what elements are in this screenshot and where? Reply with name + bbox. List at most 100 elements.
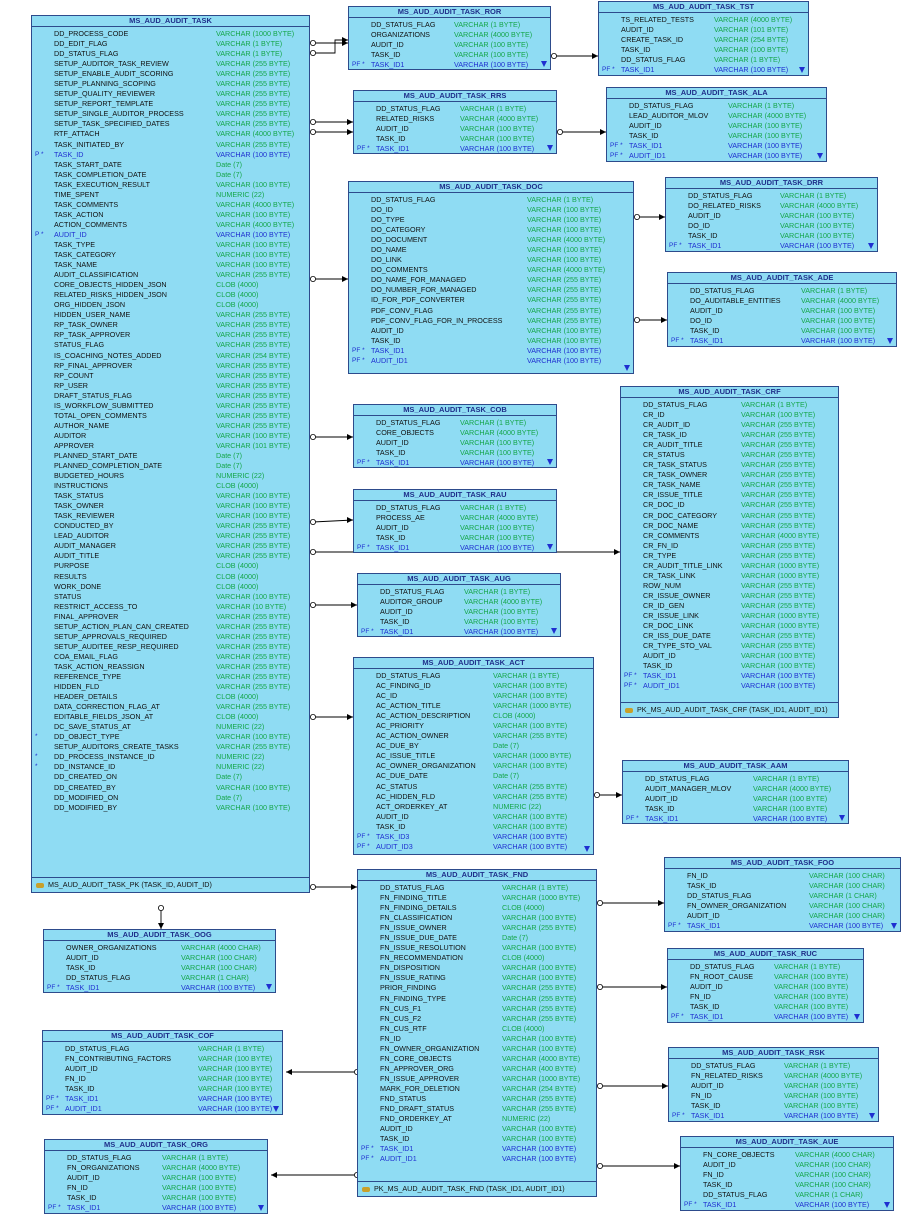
column-type: VARCHAR (1 BYTE) (741, 400, 808, 409)
column-type: VARCHAR (100 BYTE) (198, 1054, 273, 1064)
column-name: FND_STATUS (380, 1093, 427, 1103)
column-type: VARCHAR (1000 BYTE) (216, 29, 295, 38)
column-type: VARCHAR (100 BYTE) (774, 1012, 849, 1022)
column-name: TASK_INITIATED_BY (54, 139, 125, 149)
column-name: DO_ID (371, 205, 393, 215)
column-type: VARCHAR (100 BYTE) (216, 430, 291, 440)
table-title: MS_AUD_AUDIT_TASK_RSK (669, 1048, 878, 1059)
column-name: TASK_CATEGORY (54, 250, 116, 260)
table-title: MS_AUD_AUDIT_TASK_RRS (354, 91, 556, 102)
scroll-down-arrow-icon[interactable] (266, 984, 272, 990)
column-name: HEADER_DETAILS (54, 692, 118, 702)
column-name: CR_TASK_NAME (643, 480, 701, 490)
scroll-down-arrow-icon[interactable] (547, 459, 553, 465)
column-name: TASK_ID (66, 963, 96, 973)
relationship-origin-circle (309, 119, 316, 126)
column-name: SETUP_AUDITORS_CREATE_TASKS (54, 742, 179, 752)
column-type: VARCHAR (4000 BYTE) (728, 111, 807, 121)
column-name: FN_CLASSIFICATION (380, 913, 453, 923)
column-name: DD_STATUS_FLAG (65, 1044, 130, 1053)
relationship-origin-circle (309, 50, 316, 57)
column-name: AUDIT_ID1 (380, 1154, 417, 1164)
column-name: PLANNED_START_DATE (54, 450, 138, 460)
scroll-down-arrow-icon[interactable] (884, 1202, 890, 1208)
column-name: TOTAL_OPEN_COMMENTS (54, 410, 147, 420)
column-type: VARCHAR (1 BYTE) (464, 587, 531, 596)
scroll-down-arrow-icon[interactable] (541, 61, 547, 67)
column-name: AUDIT_ID1 (643, 681, 680, 691)
column-name: BUDGETED_HOURS (54, 471, 124, 481)
scroll-down-arrow-icon[interactable] (891, 923, 897, 929)
scroll-down-arrow-icon[interactable] (839, 815, 845, 821)
column-name: DO_LINK (371, 255, 402, 265)
scroll-down-arrow-icon[interactable] (817, 153, 823, 159)
column-name: TASK_ID (371, 335, 401, 345)
column-type: VARCHAR (100 BYTE) (198, 1084, 273, 1094)
scroll-down-arrow-icon[interactable] (869, 1113, 875, 1119)
scroll-down-arrow-icon[interactable] (547, 544, 553, 550)
scroll-down-arrow-icon[interactable] (799, 67, 805, 73)
column-type: CLOB (4000) (216, 290, 259, 300)
column-type: VARCHAR (100 BYTE) (216, 209, 291, 219)
column-type: VARCHAR (255 BYTE) (502, 1013, 577, 1023)
scroll-down-arrow-icon[interactable] (854, 1014, 860, 1020)
scroll-down-arrow-icon[interactable] (551, 628, 557, 634)
scroll-down-arrow-icon[interactable] (273, 1106, 279, 1112)
scroll-down-arrow-icon[interactable] (624, 365, 630, 371)
column-type: VARCHAR (4000 BYTE) (216, 199, 295, 209)
scroll-down-arrow-icon[interactable] (887, 338, 893, 344)
column-name: AUDIT_ID (690, 306, 723, 316)
scroll-down-arrow-icon[interactable] (547, 145, 553, 151)
column-type: CLOB (4000) (502, 903, 545, 913)
scroll-down-arrow-icon[interactable] (258, 1205, 264, 1211)
scroll-down-arrow-icon[interactable] (584, 846, 590, 852)
scroll-down-arrow-icon[interactable] (868, 243, 874, 249)
column-type: VARCHAR (100 BYTE) (460, 134, 535, 144)
column-type: VARCHAR (100 BYTE) (216, 491, 291, 501)
column-type: VARCHAR (100 BYTE) (502, 943, 577, 953)
column-type: VARCHAR (4000 BYTE) (527, 235, 606, 245)
